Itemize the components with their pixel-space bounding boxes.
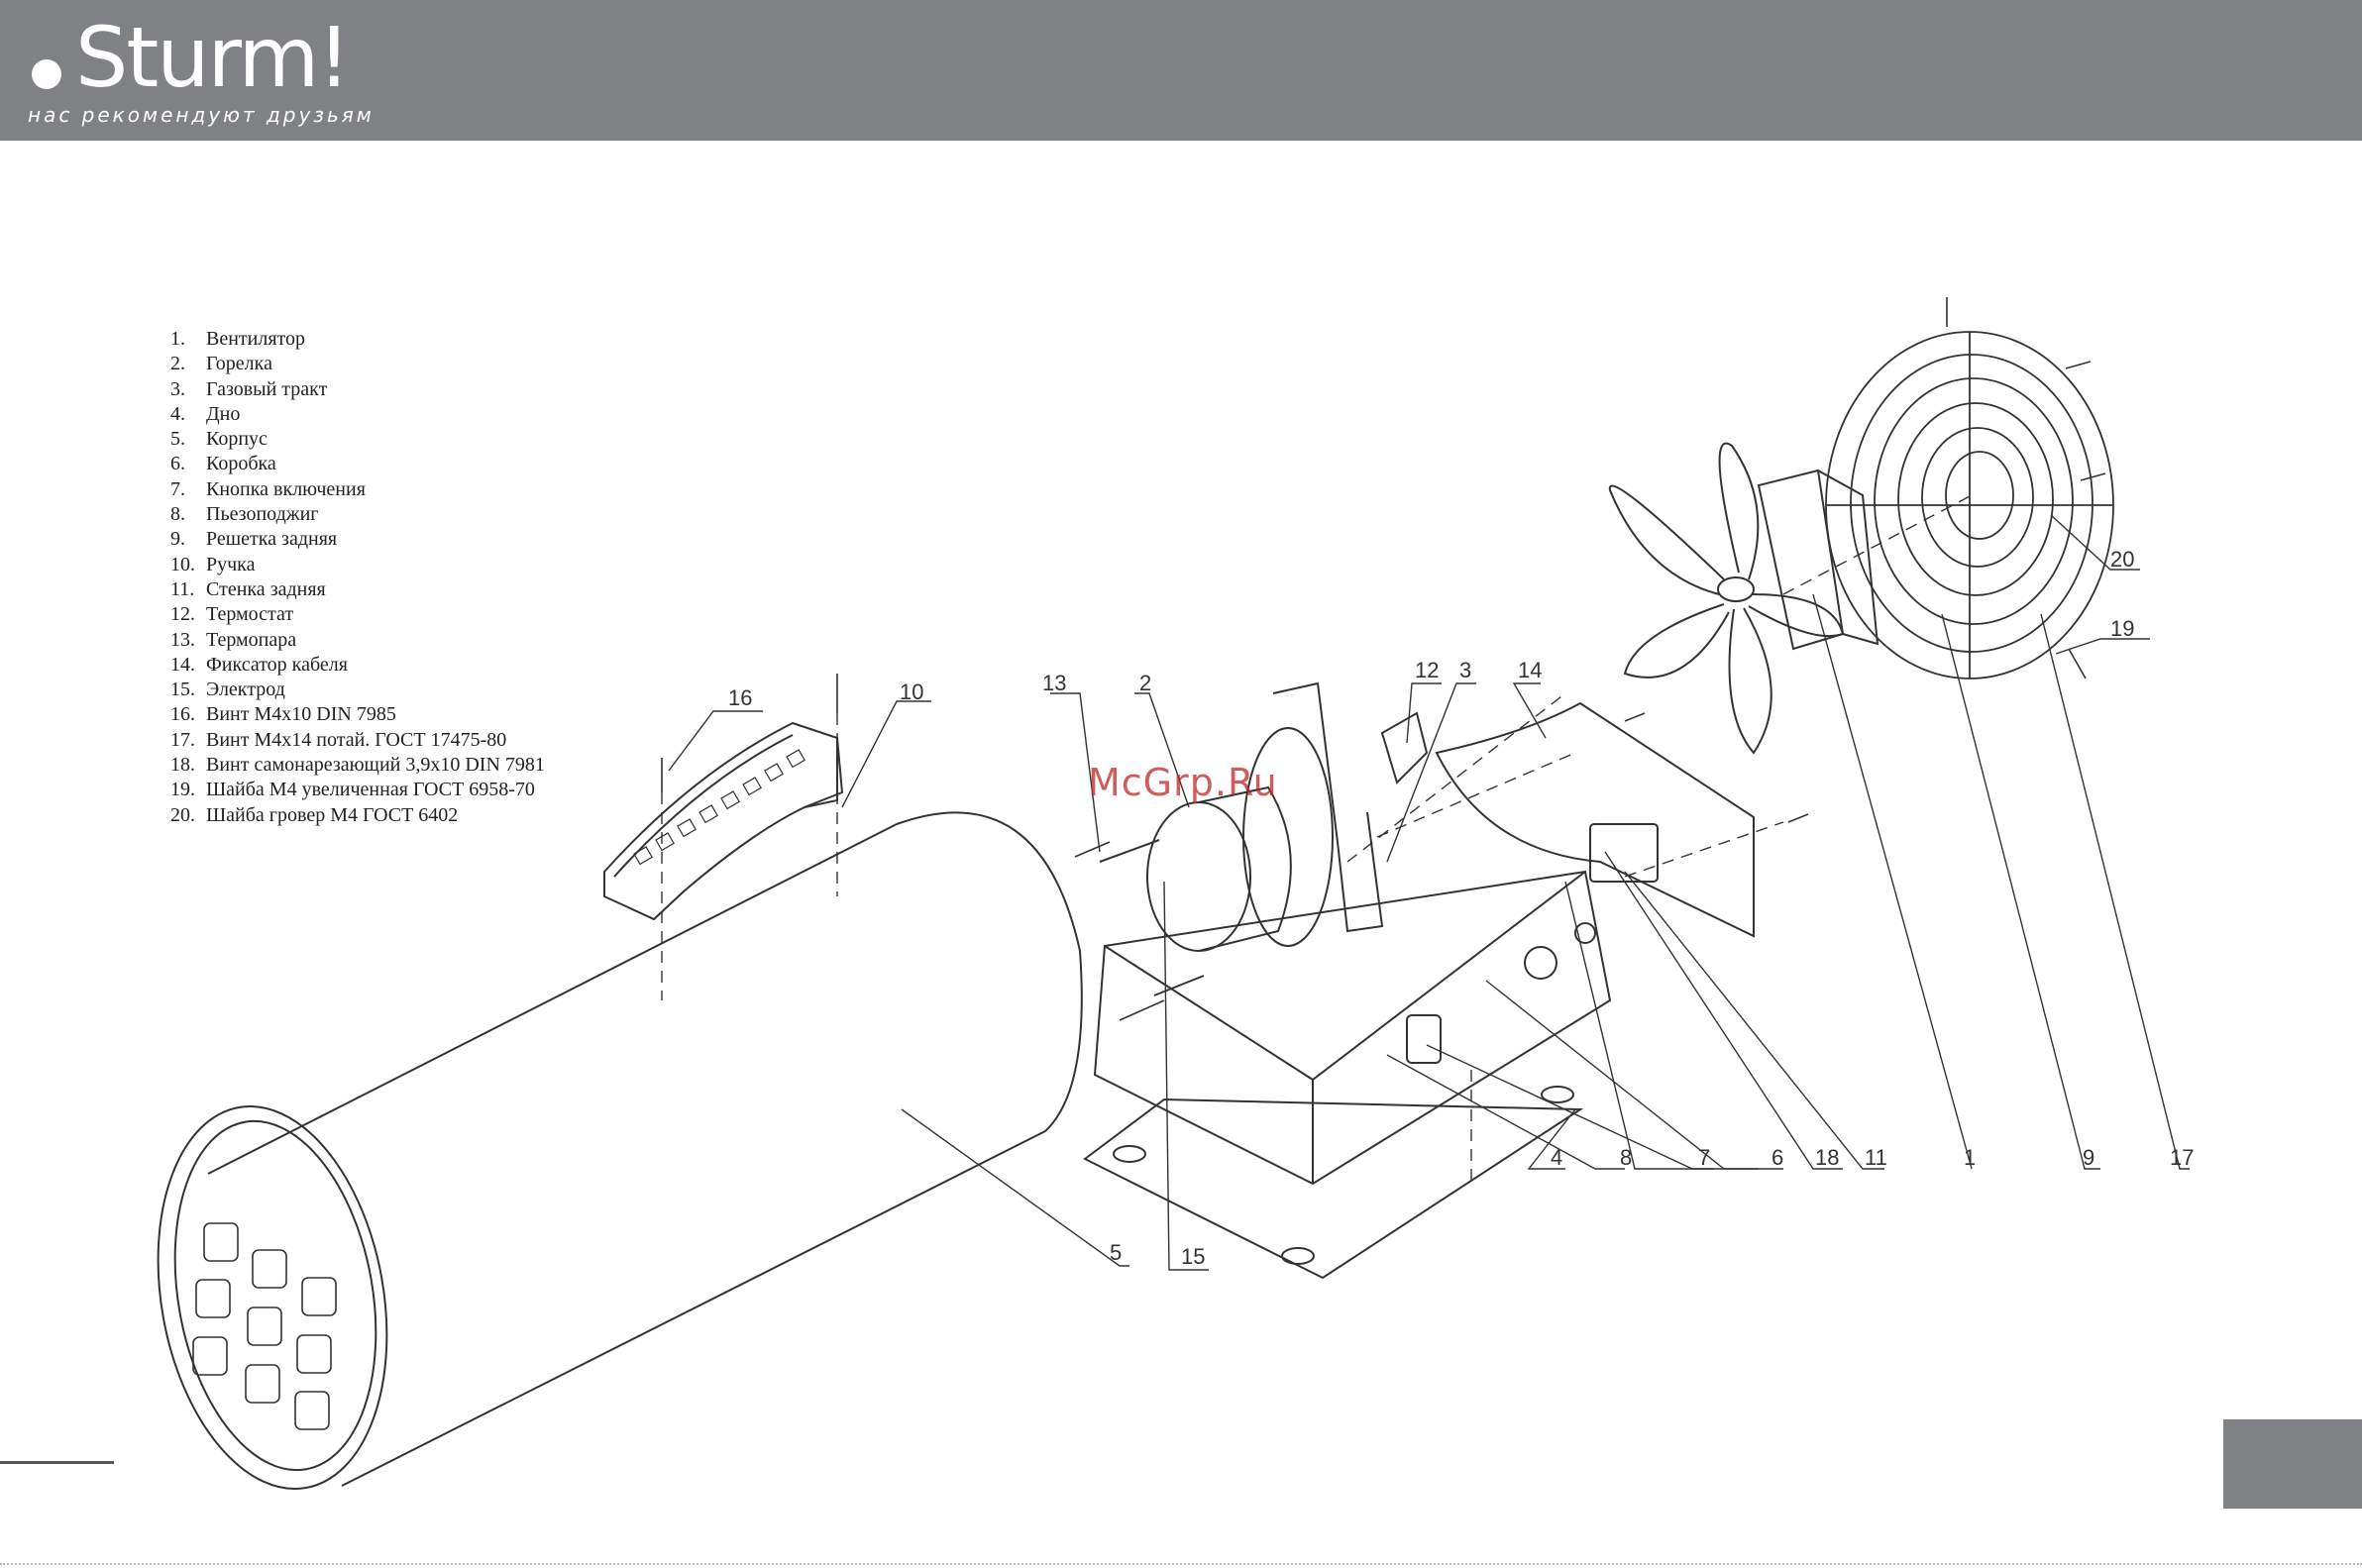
- legend-item: 3.Газовый тракт: [170, 377, 328, 400]
- sturm-logo: Sturm! нас рекомендуют друзьям: [28, 16, 384, 135]
- callout-6: 6: [1772, 1145, 1783, 1170]
- callout-15: 15: [1181, 1244, 1205, 1269]
- logo-dot-icon: [32, 59, 61, 89]
- page-header: Sturm! нас рекомендуют друзьям: [0, 0, 2362, 141]
- callout-2: 2: [1139, 671, 1151, 695]
- callout-numbers: 5 15 4 8 7 6 18 11 1 9 17 19 20 13 2 12 …: [728, 547, 2194, 1269]
- logo-slogan: нас рекомендуют друзьям: [28, 103, 375, 127]
- fan: [1608, 442, 1879, 755]
- legend-item: 4.Дно: [170, 402, 241, 425]
- legend-item: 7.Кнопка включения: [170, 477, 366, 500]
- legend-item: 16.Винт М4х10 DIN 7985: [170, 703, 396, 726]
- legend-item: 20.Шайба гровер М4 ГОСТ 6402: [170, 803, 459, 826]
- callout-10: 10: [900, 679, 923, 704]
- callout-17: 17: [2170, 1145, 2194, 1170]
- bottom-dotted-line: [0, 1563, 2362, 1565]
- page-number-box: [2223, 1419, 2362, 1509]
- callout-20: 20: [2110, 547, 2134, 572]
- callout-4: 4: [1551, 1145, 1562, 1170]
- legend-item: 5.Корпус: [170, 428, 268, 451]
- callout-8: 8: [1620, 1145, 1632, 1170]
- back-wall: [1435, 701, 1755, 938]
- rear-grille: [1825, 331, 2114, 679]
- bottom-left-rule: [0, 1461, 114, 1464]
- assembly-lines: [661, 494, 1973, 1189]
- callout-11: 11: [1865, 1145, 1887, 1170]
- legend-item: 12.Термостат: [170, 603, 294, 626]
- legend-item: 11.Стенка задняя: [170, 577, 326, 600]
- gas-path: [1272, 681, 1429, 933]
- legend-item: 19.Шайба М4 увеличенная ГОСТ 6958-70: [170, 779, 535, 801]
- watermark-text: McGrp.Ru: [1088, 761, 1278, 804]
- legend-item: 15.Электрод: [170, 679, 285, 701]
- callout-5: 5: [1110, 1240, 1122, 1265]
- housing-body: [157, 811, 1083, 1491]
- parts-legend: 1.Вентилятор 2.Горелка 3.Газовый тракт 4…: [170, 327, 545, 828]
- logo-text: Sturm!: [75, 9, 351, 106]
- callout-9: 9: [2083, 1145, 2094, 1170]
- callout-19: 19: [2110, 616, 2134, 641]
- legend-item: 14.Фиксатор кабеля: [170, 653, 348, 676]
- exploded-view-diagram: 5 15 4 8 7 6 18 11 1 9 17 19 20 13 2 12 …: [157, 297, 2194, 1491]
- burner: [1099, 727, 1334, 996]
- callout-3: 3: [1459, 658, 1471, 682]
- callout-16: 16: [728, 685, 752, 710]
- control-box: [1083, 870, 1612, 1280]
- legend-item: 8.Пьезоподжиг: [170, 503, 319, 526]
- legend-item: 6.Коробка: [170, 453, 276, 475]
- handle: [603, 721, 844, 921]
- leader-lines: [668, 514, 2190, 1271]
- legend-item: 9.Решетка задняя: [170, 528, 338, 551]
- fasteners: [661, 297, 2106, 1021]
- callout-13: 13: [1042, 671, 1066, 695]
- callout-7: 7: [1698, 1145, 1710, 1170]
- callout-1: 1: [1964, 1145, 1976, 1170]
- callout-12: 12: [1415, 658, 1439, 682]
- callout-18: 18: [1815, 1145, 1839, 1170]
- legend-item: 10.Ручка: [170, 553, 256, 575]
- legend-item: 17.Винт М4х14 потай. ГОСТ 17475-80: [170, 728, 507, 751]
- legend-item: 1.Вентилятор: [170, 328, 306, 350]
- legend-item: 13.Термопара: [170, 628, 297, 651]
- callout-14: 14: [1518, 658, 1542, 682]
- legend-item: 18.Винт самонарезающий 3,9х10 DIN 7981: [170, 754, 545, 777]
- legend-item: 2.Горелка: [170, 353, 272, 375]
